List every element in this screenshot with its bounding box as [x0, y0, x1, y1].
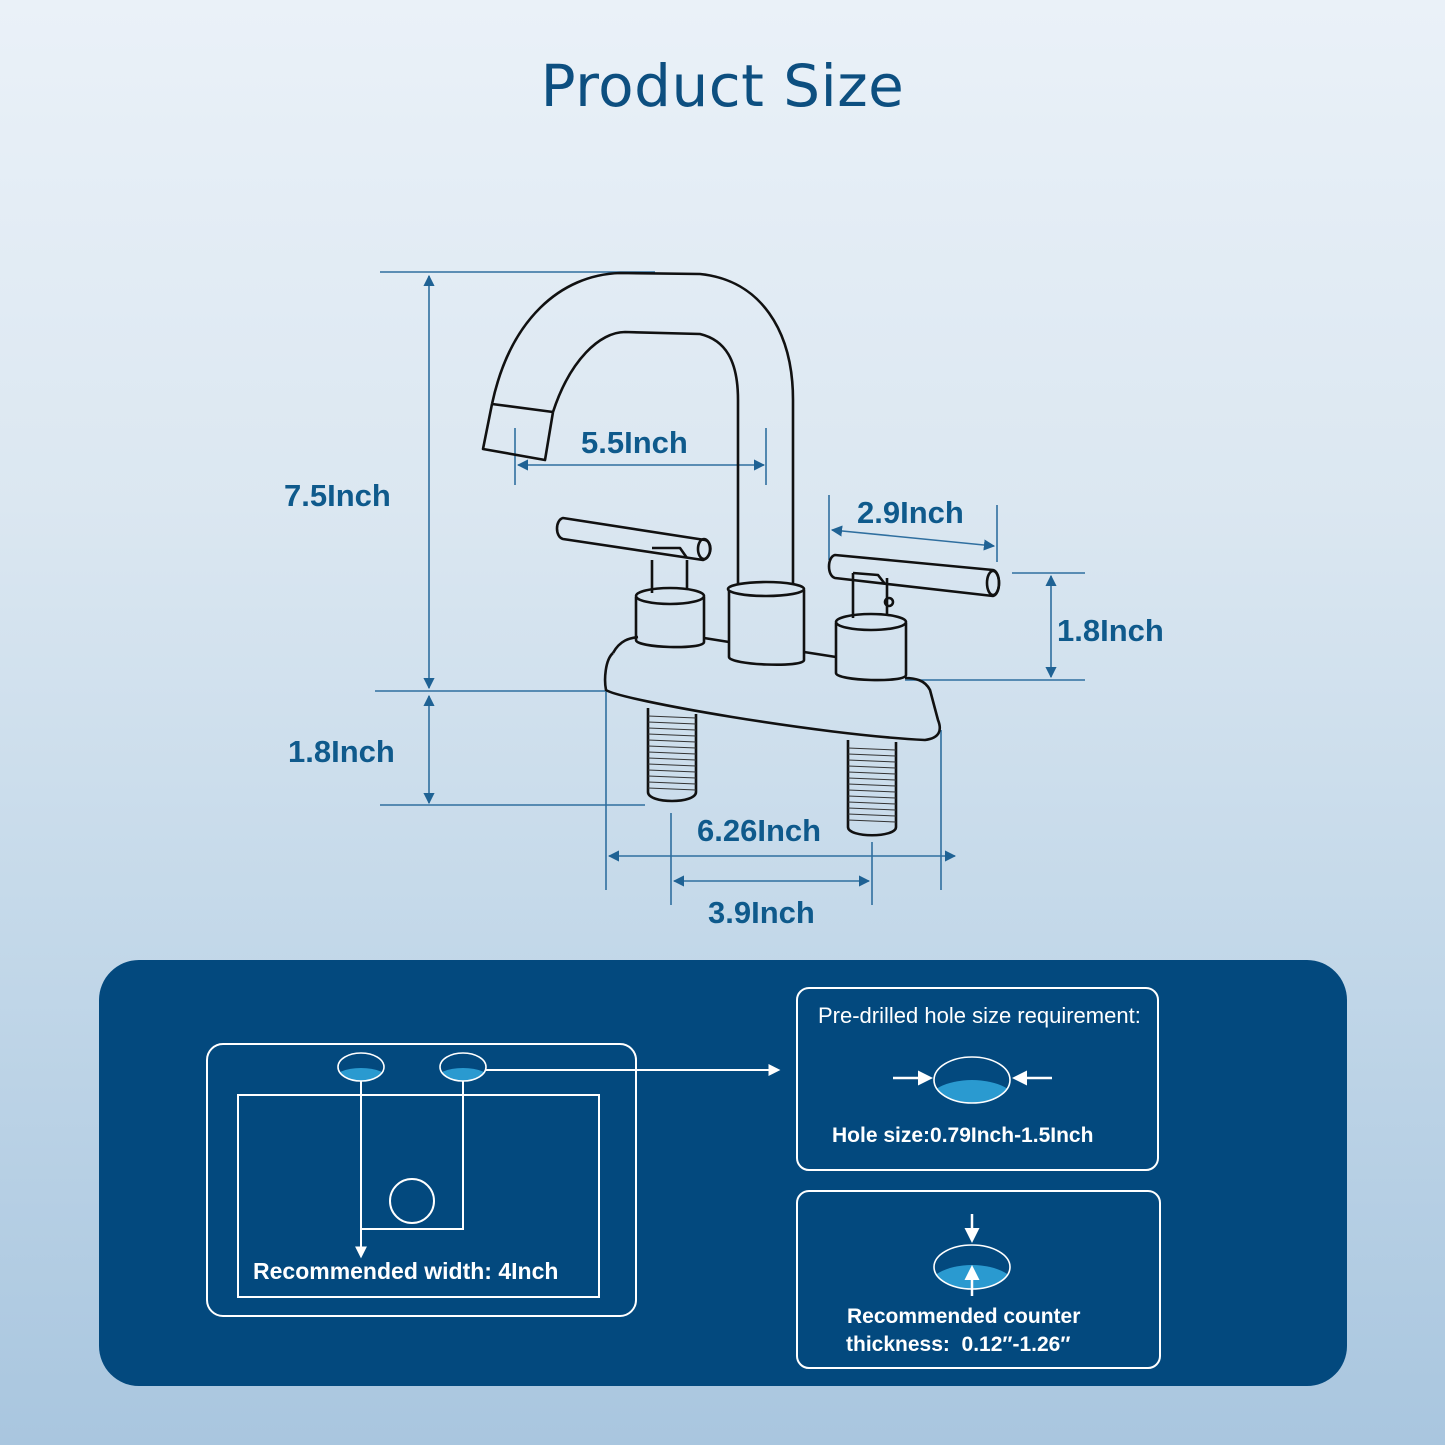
- hole-size-label: Hole size:0.79Inch-1.5Inch: [832, 1124, 1094, 1147]
- counter-thickness-label-line1: Recommended counter: [847, 1305, 1081, 1328]
- dimension-total-height: 7.5Inch: [284, 478, 391, 513]
- dimension-handle-length: 2.9Inch: [857, 495, 964, 530]
- shank-threads: [647, 715, 897, 823]
- recommended-width-label: Recommended width: 4Inch: [253, 1258, 559, 1284]
- sink-diagram: [206, 1043, 781, 1317]
- dimension-center-spacing: 3.9Inch: [708, 895, 815, 930]
- hole-requirement-title: Pre-drilled hole size requirement:: [818, 1003, 1141, 1028]
- dimension-spout-reach: 5.5Inch: [581, 425, 688, 460]
- counter-thickness-label-line2: thickness: 0.12″-1.26″: [846, 1333, 1071, 1356]
- hole-size-box: [796, 987, 1159, 1171]
- faucet-outline: [481, 271, 1001, 837]
- counter-thickness-box: [796, 1190, 1161, 1369]
- dimension-lines: [375, 271, 1085, 905]
- page-title: Product Size: [540, 52, 905, 120]
- dimension-base-width: 6.26Inch: [697, 813, 822, 848]
- dimension-shank-length: 1.8Inch: [288, 734, 395, 769]
- faucet-dimension-drawing: [375, 271, 1085, 905]
- dimension-handle-height: 1.8Inch: [1057, 613, 1164, 648]
